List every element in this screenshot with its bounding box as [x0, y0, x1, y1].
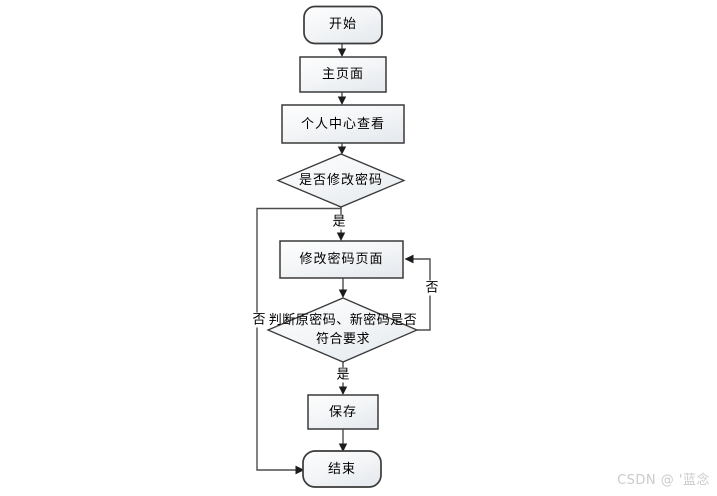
- decision-modify-node-label: 是否修改密码: [298, 173, 383, 188]
- modify-page-node-shape: [279, 240, 404, 279]
- modify-page-node-label: 修改密码页面: [299, 252, 384, 267]
- arrowheads: [295, 48, 414, 475]
- save-node-shape: [307, 394, 379, 430]
- arrowhead-down-icon: [336, 232, 346, 241]
- arrowhead-down-icon: [337, 146, 347, 155]
- decision-valid-node-label: 判断原密码、新密码是否 符合要求: [263, 301, 423, 358]
- arrowhead-down-icon: [337, 96, 347, 105]
- decision-modify-node-shape: [276, 153, 406, 208]
- edge-label-yes-modify: 是: [330, 214, 348, 230]
- end-node-shape: [302, 450, 382, 488]
- decision-valid-line1: 判断原密码、新密码是否: [268, 312, 418, 328]
- arrowhead-down-icon: [338, 289, 348, 298]
- arrowhead-right-icon: [295, 465, 305, 475]
- arrowhead-down-icon: [338, 386, 348, 395]
- node-shapes: [266, 5, 419, 488]
- decision-valid-node-shape: [266, 297, 419, 363]
- edge-label-no-modify: 否: [250, 312, 268, 328]
- main-page-node-label: 主页面: [321, 67, 364, 82]
- arrowhead-down-icon: [338, 443, 348, 452]
- personal-center-node-shape: [281, 104, 405, 144]
- start-node-label: 开始: [328, 17, 357, 32]
- edge-label-no-valid: 否: [423, 280, 441, 296]
- main-page-node-shape: [299, 56, 387, 93]
- edge-decision1-no-loop: [256, 207, 342, 471]
- arrowhead-down-icon: [337, 48, 347, 57]
- start-node-shape: [303, 5, 383, 45]
- personal-center-node-label: 个人中心查看: [300, 116, 385, 132]
- edge-label-yes-valid: 是: [334, 367, 352, 383]
- arrowhead-left-icon: [404, 254, 414, 264]
- decision-valid-line2: 符合要求: [315, 331, 370, 347]
- csdn-watermark: CSDN @ '蓝念: [617, 473, 710, 488]
- end-node-label: 结束: [327, 461, 356, 477]
- save-node-label: 保存: [328, 404, 357, 420]
